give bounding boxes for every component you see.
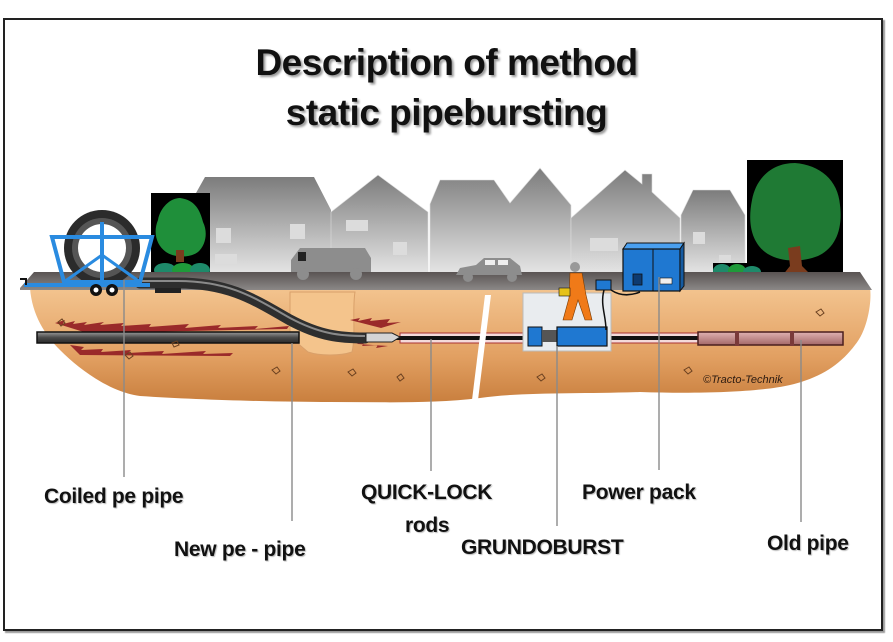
label-new-pe-pipe: New pe - pipe	[174, 538, 306, 561]
tracto-technik-credit: ©Tracto-Technik	[703, 374, 783, 386]
label-quick-lock: QUICK-LOCK	[361, 481, 493, 504]
car	[456, 258, 522, 282]
pipe-roller-guide	[155, 288, 181, 293]
house-windows	[215, 220, 731, 266]
pipe-coil-trailer	[20, 210, 155, 296]
house-5	[680, 189, 746, 276]
leader-lines	[123, 277, 802, 526]
worker	[558, 262, 593, 321]
grundoburst-machine	[527, 326, 608, 347]
title-line-1: Description of method	[255, 42, 638, 83]
tree-left	[151, 193, 210, 278]
label-power-pack: Power pack	[582, 481, 696, 504]
old-pipe	[697, 331, 844, 346]
house-1	[196, 177, 331, 275]
power-pack	[622, 241, 685, 293]
coiled-pe-pipe-feed	[134, 277, 371, 344]
title-line-2: static pipebursting	[285, 92, 608, 133]
soil-cross-section	[30, 288, 871, 403]
label-grundoburst: GRUNDOBURST	[461, 536, 624, 559]
tree-right	[713, 160, 843, 280]
van	[291, 248, 371, 280]
label-quick-lock-rods: rods	[405, 514, 450, 537]
houses-background	[196, 167, 746, 276]
hydraulic-unit	[595, 279, 641, 331]
new-pe-pipe	[36, 331, 300, 344]
soil-rocks	[57, 308, 825, 382]
soil-displacement-marks	[55, 318, 401, 356]
label-old-pipe: Old pipe	[767, 532, 849, 555]
bursting-head	[365, 332, 402, 343]
trench-cut-line	[472, 295, 491, 400]
label-coiled-pe-pipe: Coiled pe pipe	[44, 485, 184, 508]
